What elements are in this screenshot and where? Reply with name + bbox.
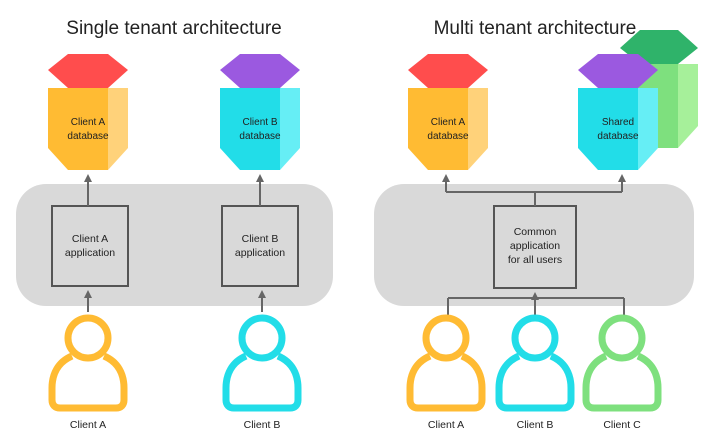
multi-client-a-database-line1: Client A [431, 117, 466, 128]
client-a-database: Client A database [48, 54, 128, 170]
multi-client-b-user-icon [495, 314, 575, 412]
client-b-label: Client B [244, 419, 281, 431]
common-application-line2: application [510, 240, 560, 252]
client-b-application-line1: Client B [242, 233, 279, 245]
single-tenant-section: Single tenant architecture Client A data… [16, 18, 333, 431]
common-application: Common application for all users [493, 205, 577, 289]
app-to-databases-connector [442, 174, 626, 206]
shared-database: Shared database [578, 30, 698, 170]
client-b-application: Client B application [221, 205, 299, 287]
multi-tenant-section: Multi tenant architecture Client A datab… [374, 18, 698, 431]
client-a-application: Client A application [51, 205, 129, 287]
client-a-database-line1: Client A [71, 117, 106, 128]
clients-to-app-connector [447, 292, 625, 316]
client-b-database-line1: Client B [242, 117, 277, 128]
multi-client-a-database-line2: database [427, 131, 469, 142]
client-a-database-line2: database [67, 131, 109, 142]
multi-client-a-user-icon [406, 314, 486, 412]
multi-tenant-title: Multi tenant architecture [434, 18, 637, 39]
client-b-database-line2: database [239, 131, 281, 142]
common-application-line1: Common [514, 226, 557, 238]
client-b-application-line2: application [235, 247, 285, 259]
client-b-user-icon [222, 314, 302, 412]
shared-database-line1: Shared [602, 117, 634, 128]
multi-client-a-database: Client A database [408, 54, 488, 170]
multi-client-a-label: Client A [428, 419, 464, 431]
client-a-label: Client A [70, 419, 106, 431]
common-application-line3: for all users [508, 254, 562, 266]
multi-client-b-label: Client B [517, 419, 554, 431]
single-tenant-title: Single tenant architecture [66, 18, 281, 39]
shared-database-line2: database [597, 131, 639, 142]
client-a-user-icon [48, 314, 128, 412]
client-a-application-line2: application [65, 247, 115, 259]
multi-client-c-label: Client C [603, 419, 641, 431]
client-a-application-line1: Client A [72, 233, 108, 245]
multi-client-c-user-icon [582, 314, 662, 412]
client-b-database: Client B database [220, 54, 300, 170]
